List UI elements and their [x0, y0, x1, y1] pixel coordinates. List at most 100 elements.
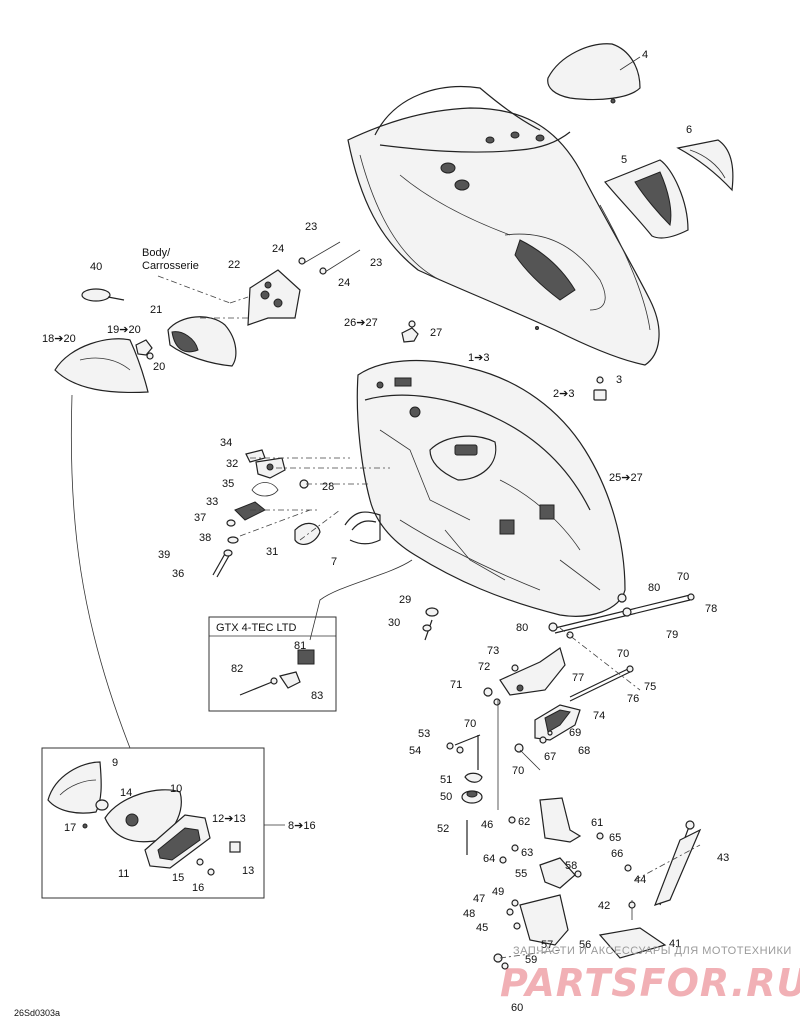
label-25: 25➔27: [609, 472, 643, 484]
label-79: 79: [666, 629, 678, 641]
label-80a: 80: [648, 582, 660, 594]
side-cover-6: [676, 139, 734, 192]
label-68: 68: [578, 745, 590, 757]
label-49: 49: [492, 886, 504, 898]
gtx-box: [208, 559, 413, 712]
hardware-body: [401, 320, 607, 401]
label-10: 10: [170, 783, 182, 795]
gas-spring-43: [539, 820, 702, 920]
bracket-61: [499, 797, 604, 864]
label-65: 65: [609, 832, 621, 844]
label-72: 72: [478, 661, 490, 673]
label-61: 61: [591, 817, 603, 829]
label-5: 5: [621, 154, 627, 166]
label-52: 52: [437, 823, 449, 835]
label-17: 17: [64, 822, 76, 834]
label-21: 21: [150, 304, 162, 316]
label-11: 11: [118, 868, 129, 880]
label-35: 35: [222, 478, 234, 490]
tube-7: [344, 511, 381, 545]
label-9: 9: [112, 757, 118, 769]
label-13: 13: [242, 865, 254, 877]
label-70d: 70: [512, 765, 524, 777]
label-56: 56: [579, 939, 591, 951]
label-74: 74: [593, 710, 605, 722]
label-39: 39: [158, 549, 170, 561]
label-29: 29: [399, 594, 411, 606]
label-70b: 70: [617, 648, 629, 660]
label-33: 33: [206, 496, 218, 508]
label-60: 60: [511, 1002, 523, 1014]
label-19: 19➔20: [107, 324, 141, 336]
label-40: 40: [90, 261, 102, 273]
side-panel-5: [604, 159, 689, 239]
label-80b: 80: [516, 622, 528, 634]
watermark-tagline: ЗАПЧАСТИ И АКСЕССУАРЫ ДЛЯ МОТОТЕХНИКИ: [513, 945, 792, 957]
tail-light-box: [41, 747, 285, 899]
label-83: 83: [311, 690, 323, 702]
mirror-bracket-22: [247, 241, 361, 326]
label-43: 43: [717, 852, 729, 864]
label-64: 64: [483, 853, 495, 865]
label-73: 73: [487, 645, 499, 657]
label-2: 2➔3: [553, 388, 574, 400]
watermark: ЗАПЧАСТИ И АКСЕССУАРЫ ДЛЯ МОТОТЕХНИКИ PA…: [500, 945, 800, 1005]
label-46: 46: [481, 819, 493, 831]
label-23a: 23: [305, 221, 317, 233]
label-53: 53: [418, 728, 430, 740]
label-38: 38: [199, 532, 211, 544]
label-45: 45: [476, 922, 488, 934]
label-55: 55: [515, 868, 527, 880]
label-77: 77: [572, 672, 584, 684]
label-20: 20: [153, 361, 165, 373]
label-34: 34: [220, 437, 232, 449]
label-44: 44: [634, 874, 646, 886]
label-50: 50: [440, 791, 452, 803]
label-3: 3: [616, 374, 622, 386]
label-23b: 23: [370, 257, 382, 269]
callout-body: Body/: [142, 247, 171, 259]
label-41: 41: [669, 938, 681, 950]
hardware-50-54: [446, 734, 483, 855]
figure-code: 26Sd0303a: [14, 1008, 60, 1018]
label-47: 47: [473, 893, 485, 905]
label-14: 14: [120, 787, 132, 799]
mirror-assembly: [54, 316, 237, 394]
label-63: 63: [521, 847, 533, 859]
label-6: 6: [686, 124, 692, 136]
gtx-box-title: GTX 4-TEC LTD: [216, 622, 297, 634]
label-32: 32: [226, 458, 238, 470]
label-71: 71: [450, 679, 462, 691]
label-31: 31: [266, 546, 278, 558]
label-27: 27: [430, 327, 442, 339]
label-1: 1➔3: [468, 352, 489, 364]
lower-bracket: [493, 894, 667, 970]
label-81: 81: [294, 640, 306, 652]
label-30: 30: [388, 617, 400, 629]
label-15: 15: [172, 872, 184, 884]
label-42: 42: [598, 900, 610, 912]
label-67: 67: [544, 751, 556, 763]
label-8: 8➔16: [288, 820, 316, 832]
hardware-29-30: [422, 607, 439, 641]
front-body-hood: [347, 86, 660, 366]
label-4: 4: [642, 49, 648, 61]
label-24b: 24: [338, 277, 350, 289]
callout-carrosserie: Carrosserie: [142, 260, 199, 272]
label-54: 54: [409, 745, 421, 757]
label-28: 28: [322, 481, 334, 493]
label-78: 78: [705, 603, 717, 615]
hull-frame-25: [356, 359, 626, 617]
label-58: 58: [565, 860, 577, 872]
hardware-column: [212, 449, 390, 578]
watermark-logo: PARTSFOR.RU: [500, 961, 800, 1005]
label-82: 82: [231, 663, 243, 675]
label-62: 62: [518, 816, 530, 828]
label-76: 76: [627, 693, 639, 705]
label-70c: 70: [464, 718, 476, 730]
steering-hardware: [483, 593, 695, 810]
label-51: 51: [440, 774, 452, 786]
label-59: 59: [525, 954, 537, 966]
part-labels: 4 6 5 23 24 23 24 22 40 21 19➔20 20 18➔2…: [14, 49, 729, 1018]
